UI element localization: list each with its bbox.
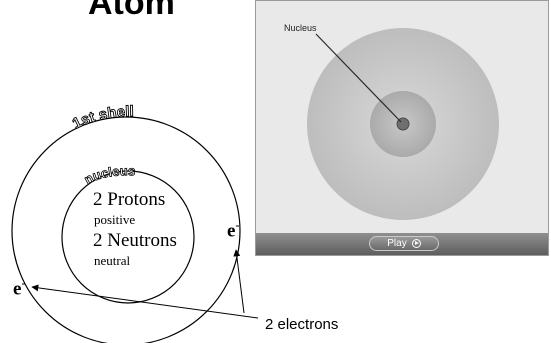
nucleus-label-path: nucleus — [81, 163, 136, 188]
electron-left: e- — [13, 276, 25, 300]
neutrons-charge-label: neutral — [94, 253, 131, 268]
play-icon — [411, 239, 421, 248]
electron-right-charge: - — [235, 218, 240, 232]
page-title: Atom — [88, 0, 175, 22]
viewer-nucleus-label: Nucleus — [284, 23, 317, 33]
neutrons-label: 2 Neutrons — [93, 230, 177, 251]
electron-shell-circle — [11, 116, 241, 343]
atom-viewer-panel: Nucleus Play — [255, 0, 549, 256]
protons-label: 2 Protons — [93, 189, 166, 210]
shell-label-path: 1st shell — [69, 103, 134, 133]
electron-right-symbol: e — [227, 220, 236, 242]
play-button[interactable]: Play — [369, 236, 439, 251]
electron-annotation: 2 electrons — [265, 316, 339, 333]
protons-charge-label: positive — [94, 212, 136, 227]
viewer-control-bar: Play — [256, 233, 548, 255]
nucleus-circle — [61, 170, 195, 304]
electron-right: e- — [227, 218, 239, 242]
electron-left-charge: - — [21, 276, 26, 290]
viewer-nucleus-pointer — [315, 33, 402, 123]
nucleus-label: nucleus — [82, 163, 136, 187]
viewer-atom-drawing — [307, 28, 499, 220]
shell-label: 1st shell — [70, 103, 134, 132]
electron-left-symbol: e — [13, 278, 22, 300]
electron-arrow-left — [31, 284, 259, 319]
electron-arrow-right — [233, 249, 245, 314]
play-button-label: Play — [387, 238, 407, 249]
